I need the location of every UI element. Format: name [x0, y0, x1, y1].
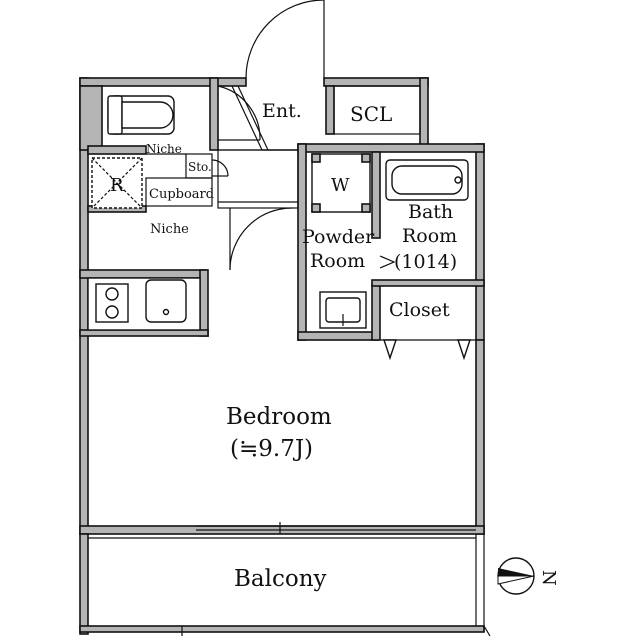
room-labels: Ent. SCL Niche Sto. R Cupboard Niche W P…: [110, 100, 457, 592]
label-bath-room-2: Room: [402, 225, 457, 247]
label-entrance: Ent.: [262, 100, 302, 122]
label-shoe-closet: SCL: [350, 102, 392, 126]
washer-icon: [311, 153, 371, 213]
doors: [211, 0, 396, 271]
label-bath-size: (1014): [394, 251, 457, 273]
label-powder-room-2: Room: [310, 250, 365, 272]
fixtures: [87, 95, 471, 361]
label-balcony: Balcony: [234, 566, 327, 592]
label-powder-room-1: Powder: [302, 226, 375, 248]
label-storage: Sto.: [188, 160, 212, 174]
label-bath-room-1: Bath: [408, 201, 453, 223]
label-cupboard: Cupboard: [149, 187, 214, 202]
sink-icon: [145, 279, 187, 323]
label-closet: Closet: [389, 299, 450, 321]
label-bedroom: Bedroom: [226, 404, 332, 430]
compass-north-label: N: [538, 570, 559, 586]
compass: N: [497, 557, 559, 595]
label-bedroom-area: (≒9.7J): [230, 436, 313, 462]
label-washer: W: [331, 175, 350, 196]
inner-lines: [88, 85, 491, 637]
label-niche-top: Niche: [146, 142, 182, 156]
walls: [79, 77, 485, 635]
label-niche-bottom: Niche: [150, 222, 189, 237]
label-refrigerator: R: [110, 175, 124, 196]
